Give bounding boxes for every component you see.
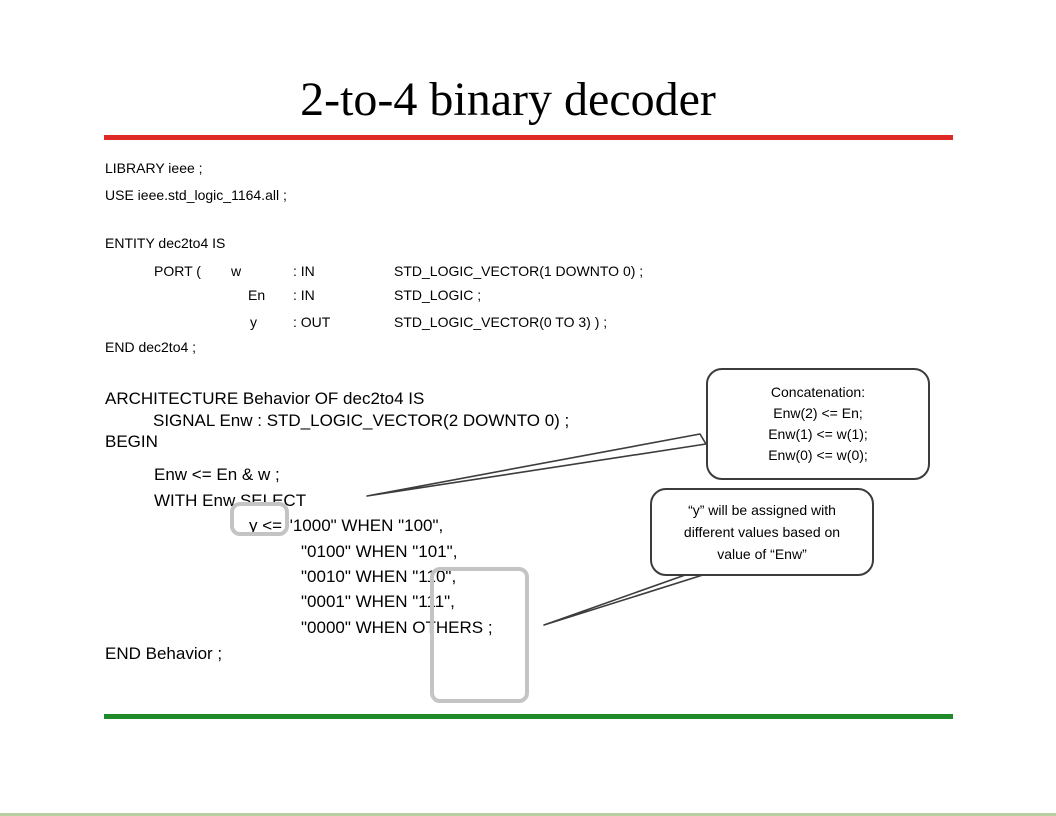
port-type-y: STD_LOGIC_VECTOR(0 TO 3) ) ; <box>394 314 608 330</box>
code-case-line: "0010" WHEN "110", <box>301 567 457 586</box>
code-assign: Enw <= En & w ; <box>154 465 280 484</box>
callout-line: Enw(1) <= w(1); <box>768 426 868 442</box>
highlight-box-when-column <box>430 567 529 703</box>
bottom-divider-green <box>104 714 953 719</box>
code-end-arch: END Behavior ; <box>105 644 223 663</box>
port-name-y: y <box>250 314 257 330</box>
code-library: LIBRARY ieee ; <box>105 160 203 176</box>
callout-line: Enw(2) <= En; <box>773 405 863 421</box>
code-case-line: "0000" WHEN OTHERS ; <box>301 618 493 637</box>
port-mode-w: : IN <box>293 263 315 279</box>
slide-title: 2-to-4 binary decoder <box>300 73 716 126</box>
code-case-line: "0100" WHEN "101", <box>301 542 458 561</box>
callout-line: value of “Enw” <box>717 546 807 562</box>
code-end-entity: END dec2to4 ; <box>105 339 197 355</box>
callout-concatenation: Concatenation: Enw(2) <= En; Enw(1) <= w… <box>706 368 930 480</box>
code-use: USE ieee.std_logic_1164.all ; <box>105 187 287 203</box>
code-begin: BEGIN <box>105 432 158 451</box>
port-name-w: w <box>231 263 242 279</box>
code-case-line: y <= "1000" WHEN "100", <box>249 516 444 535</box>
code-signal: SIGNAL Enw : STD_LOGIC_VECTOR(2 DOWNTO 0… <box>153 411 570 430</box>
port-prefix: PORT ( <box>154 263 201 279</box>
port-mode-y: : OUT <box>293 314 331 330</box>
highlight-box-y <box>230 502 289 536</box>
port-name-en: En <box>248 287 266 303</box>
code-entity: ENTITY dec2to4 IS <box>105 235 226 251</box>
assignment-pointer <box>543 573 707 626</box>
footer-line <box>0 813 1056 816</box>
callout-line: Concatenation: <box>770 384 866 400</box>
callout-line: Enw(0) <= w(0); <box>768 447 868 463</box>
callout-assignment-note: “y” will be assigned with different valu… <box>650 488 874 576</box>
top-divider-red <box>104 135 953 140</box>
concatenation-pointer <box>366 433 707 497</box>
port-type-en: STD_LOGIC ; <box>394 287 482 303</box>
callout-line: “y” will be assigned with <box>688 502 836 518</box>
callout-line: different values based on <box>683 524 841 540</box>
port-type-w: STD_LOGIC_VECTOR(1 DOWNTO 0) ; <box>394 263 644 279</box>
port-mode-en: : IN <box>293 287 315 303</box>
code-architecture: ARCHITECTURE Behavior OF dec2to4 IS <box>105 389 425 408</box>
